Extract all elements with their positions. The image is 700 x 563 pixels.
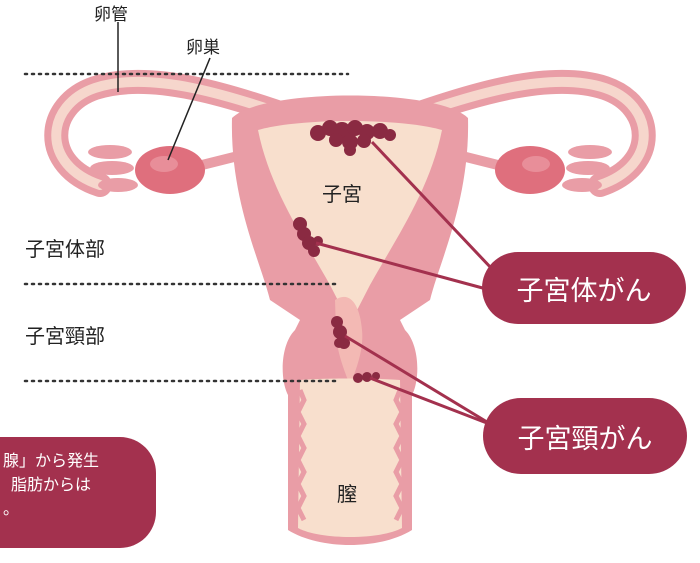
info-box: 腺」から発生 脂肪からは 。	[0, 437, 156, 548]
label-fallopian-tube: 卵管	[94, 5, 128, 25]
right-fimbriae	[562, 145, 612, 192]
vaginal-canal	[298, 378, 402, 537]
label-uterine-body: 子宮体部	[25, 237, 105, 261]
callout-endometrial-cancer: 子宮体がん	[482, 252, 686, 324]
pointer-ovary	[167, 57, 211, 161]
uterine-cavity	[258, 121, 442, 320]
leader-lines	[315, 140, 512, 427]
callout-cervical-cancer: 子宮頸がん	[483, 398, 687, 474]
label-cervix: 子宮頸部	[25, 324, 105, 348]
info-line-3: 。	[3, 499, 20, 518]
info-line-2: 脂肪からは	[11, 475, 92, 494]
tumor-wall	[293, 217, 323, 257]
label-ovary: 卵巣	[186, 38, 220, 58]
tumor-cervix	[331, 316, 350, 349]
label-vagina: 膣	[337, 482, 357, 506]
tumor-fundus	[310, 120, 396, 156]
info-line-1: 腺」から発生	[3, 451, 100, 470]
left-fimbriae	[88, 145, 138, 192]
label-uterus: 子宮	[322, 182, 362, 206]
